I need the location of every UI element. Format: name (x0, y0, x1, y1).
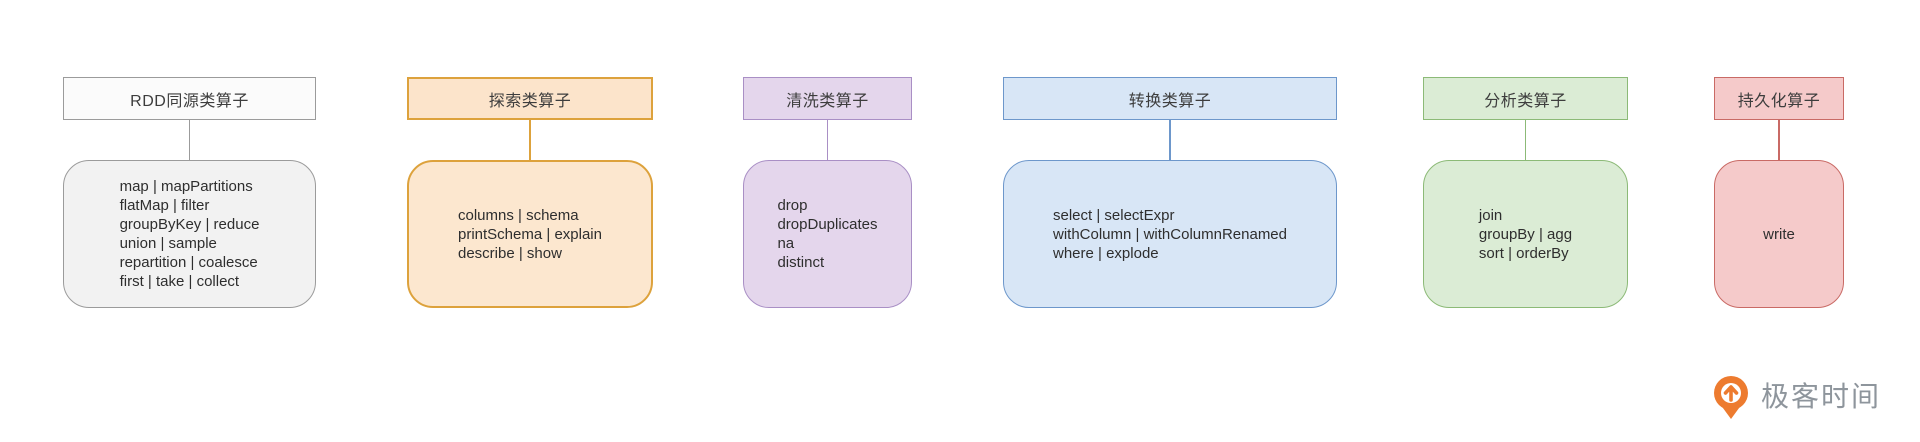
operator-list: map | mapPartitions flatMap | filter gro… (119, 178, 260, 290)
operator-list: select | selectExpr withColumn | withCol… (1053, 206, 1287, 262)
group-title-box: 探索类算子 (407, 77, 653, 120)
group-title: 清洗类算子 (786, 92, 869, 110)
group-title: 转换类算子 (1128, 92, 1212, 110)
group-body-box: join groupBy | agg sort | orderBy (1423, 160, 1628, 308)
connector-line (1524, 120, 1527, 160)
connector-line (1169, 120, 1171, 160)
operator-list: write (1763, 225, 1795, 243)
operator-list: columns | schema printSchema | explain d… (458, 206, 602, 262)
group-title-box: 持久化算子 (1714, 77, 1844, 120)
group-body-box: write (1714, 160, 1844, 308)
operator-group-clean: 清洗类算子 drop dropDuplicates na distinct (743, 77, 912, 308)
operator-group-analyze: 分析类算子 join groupBy | agg sort | orderBy (1423, 77, 1628, 308)
connector-line (1778, 120, 1780, 160)
operator-group-explore: 探索类算子 columns | schema printSchema | exp… (407, 77, 653, 308)
connector-line (529, 120, 531, 160)
operator-list: drop dropDuplicates na distinct (777, 197, 878, 271)
operator-group-rdd: RDD同源类算子 map | mapPartitions flatMap | f… (63, 77, 316, 308)
group-title-box: 分析类算子 (1423, 77, 1628, 120)
group-title: 持久化算子 (1737, 92, 1821, 110)
geektime-logo-text: 极客时间 (1761, 381, 1882, 412)
geektime-pin-icon (1714, 376, 1748, 419)
group-body-box: map | mapPartitions flatMap | filter gro… (63, 160, 316, 308)
group-body-box: select | selectExpr withColumn | withCol… (1003, 160, 1337, 308)
group-title: RDD同源类算子 (130, 92, 249, 110)
group-title-box: 转换类算子 (1003, 77, 1337, 120)
connector-line (826, 120, 829, 160)
group-title-box: 清洗类算子 (743, 77, 912, 120)
operator-group-transform: 转换类算子 select | selectExpr withColumn | w… (1003, 77, 1337, 308)
operator-group-persist: 持久化算子 write (1714, 77, 1844, 308)
geektime-logo: 极客时间 (1710, 373, 1881, 421)
group-title-box: RDD同源类算子 (63, 77, 316, 120)
connector-line (188, 120, 191, 160)
group-body-box: columns | schema printSchema | explain d… (407, 160, 653, 308)
group-title: 探索类算子 (488, 92, 572, 110)
operator-list: join groupBy | agg sort | orderBy (1478, 206, 1573, 262)
group-title: 分析类算子 (1484, 92, 1567, 110)
group-body-box: drop dropDuplicates na distinct (743, 160, 912, 308)
